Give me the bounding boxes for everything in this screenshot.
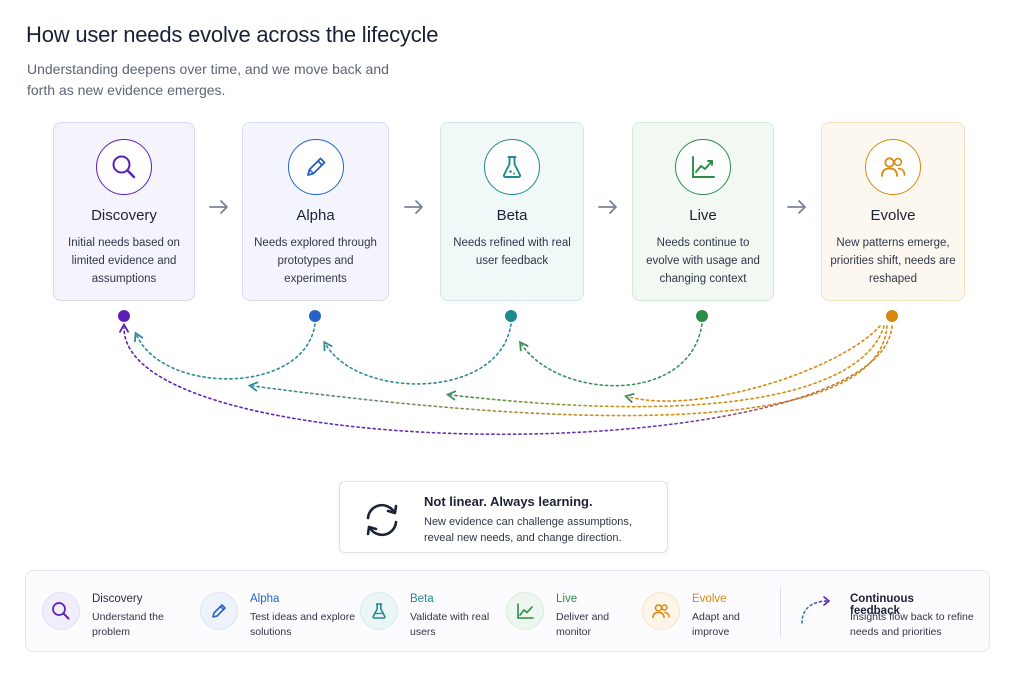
timeline-dot-beta bbox=[505, 310, 517, 322]
legend-title: Evolve bbox=[692, 593, 727, 605]
feedback-loop-evolve-to-alpha bbox=[247, 325, 888, 417]
timeline-dot-live bbox=[696, 310, 708, 322]
legend-desc: Test ideas and explore solutions bbox=[250, 611, 356, 638]
stage-name: Evolve bbox=[870, 207, 916, 224]
feedback-flow-diagram bbox=[118, 310, 898, 435]
legend: Discovery Understand the problem Alpha T… bbox=[25, 570, 990, 652]
callout-body: New evidence can challenge assumptions, … bbox=[424, 516, 632, 544]
page-subtitle: Understanding deepens over time, and we … bbox=[27, 61, 389, 98]
stage-icon-circle bbox=[865, 139, 921, 195]
chart-icon bbox=[692, 156, 715, 178]
search-icon bbox=[42, 592, 80, 630]
timeline-dot-evolve bbox=[886, 310, 898, 322]
refresh-cycle-icon bbox=[360, 500, 404, 540]
stage-name: Live bbox=[689, 207, 717, 224]
feedback-loop-live-to-beta bbox=[519, 323, 703, 387]
not-linear-callout: Not linear. Always learning. New evidenc… bbox=[339, 481, 668, 553]
feedback-loop-evolve-to-discovery bbox=[118, 322, 893, 435]
flask-icon bbox=[360, 592, 398, 630]
arrow-right-icon bbox=[596, 196, 620, 218]
legend-desc: Insights flow back to refine needs and p… bbox=[850, 611, 974, 638]
feedback-loop-evolve-to-beta bbox=[445, 325, 885, 408]
stage-name: Alpha bbox=[296, 207, 335, 224]
legend-title: Continuous feedback bbox=[850, 593, 914, 617]
stage-icon-circle bbox=[484, 139, 540, 195]
feedback-loop-evolve-to-live bbox=[623, 325, 881, 404]
callout-title: Not linear. Always learning. bbox=[424, 494, 593, 509]
stage-card-evolve: Evolve New patterns emerge, priorities s… bbox=[821, 122, 965, 301]
flask-icon bbox=[502, 156, 522, 178]
people-icon bbox=[881, 157, 906, 177]
search-icon bbox=[112, 155, 136, 179]
legend-desc: Understand the problem bbox=[92, 611, 164, 638]
stage-card-beta: Beta Needs refined with real user feedba… bbox=[440, 122, 584, 301]
pencil-icon bbox=[306, 157, 325, 176]
chart-icon bbox=[506, 592, 544, 630]
stage-description: Needs explored through prototypes and ex… bbox=[254, 237, 377, 285]
legend-divider bbox=[780, 587, 781, 637]
legend-title: Live bbox=[556, 593, 578, 605]
dotted-feedback-arrow-icon bbox=[796, 593, 836, 629]
arrow-right-icon bbox=[402, 196, 426, 218]
feedback-loop-beta-to-alpha bbox=[323, 323, 512, 385]
legend-desc: Deliver and monitor bbox=[556, 611, 610, 638]
legend-title: Alpha bbox=[250, 593, 280, 605]
stage-name: Beta bbox=[496, 207, 528, 224]
legend-title: Beta bbox=[410, 593, 434, 605]
stage-card-alpha: Alpha Needs explored through prototypes … bbox=[242, 122, 389, 301]
arrow-right-icon bbox=[207, 196, 231, 218]
timeline-dot-discovery bbox=[118, 310, 130, 322]
page-title: How user needs evolve across the lifecyc… bbox=[26, 22, 439, 47]
arrow-right-icon bbox=[785, 196, 809, 218]
stage-icon-circle bbox=[675, 139, 731, 195]
stage-card-discovery: Discovery Initial needs based on limited… bbox=[53, 122, 195, 301]
stage-card-live: Live Needs continue to evolve with usage… bbox=[632, 122, 774, 301]
stage-name: Discovery bbox=[91, 207, 157, 224]
stage-description: Needs continue to evolve with usage and … bbox=[646, 237, 760, 285]
stage-icon-circle bbox=[96, 139, 152, 195]
timeline-dot-alpha bbox=[309, 310, 321, 322]
stage-description: Initial needs based on limited evidence … bbox=[68, 237, 180, 285]
feedback-loop-alpha-to-discovery bbox=[133, 323, 316, 380]
stage-description: New patterns emerge, priorities shift, n… bbox=[830, 237, 956, 285]
stage-icon-circle bbox=[287, 139, 344, 195]
people-icon bbox=[642, 592, 680, 630]
legend-desc: Adapt and improve bbox=[692, 611, 740, 638]
stage-description: Needs refined with real user feedback bbox=[453, 237, 571, 267]
pencil-icon bbox=[200, 592, 238, 630]
legend-title: Discovery bbox=[92, 593, 143, 605]
legend-desc: Validate with real users bbox=[410, 611, 490, 638]
